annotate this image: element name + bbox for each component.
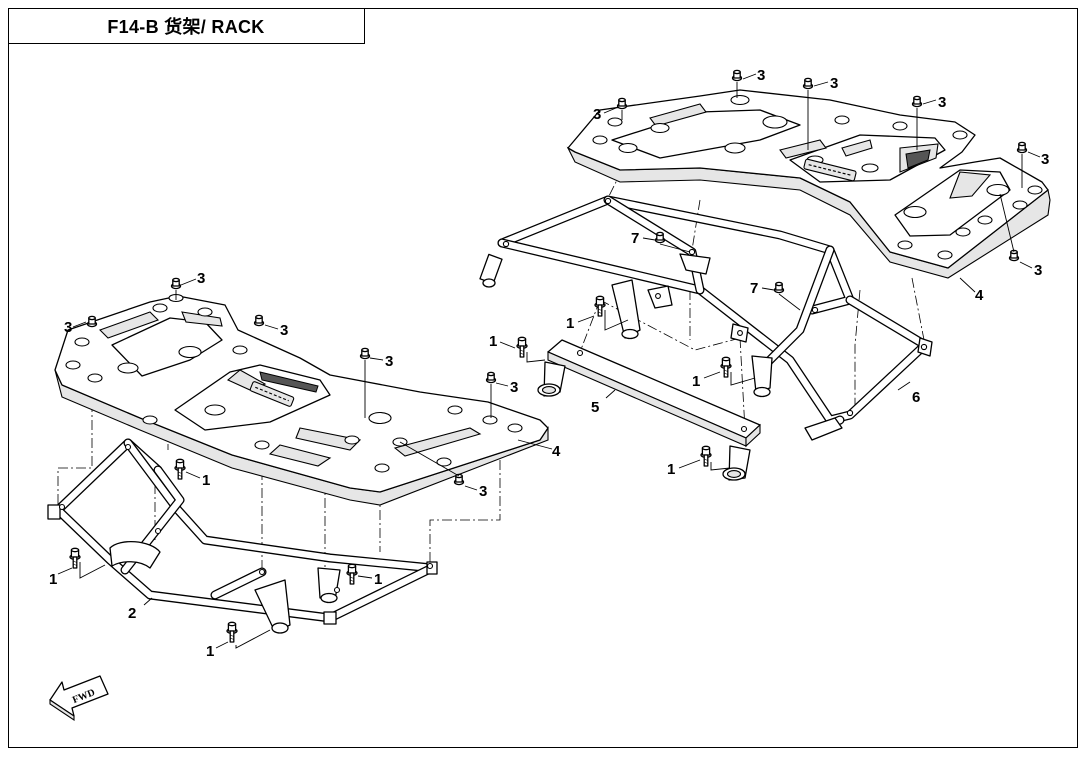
callout-3: 3 (1034, 262, 1042, 279)
callout-3: 3 (197, 270, 205, 287)
front-frame (47, 438, 438, 634)
rear-nuts (616, 69, 1028, 262)
rear-frame (479, 195, 933, 441)
callout-1: 1 (374, 571, 382, 588)
drawing-frame (8, 8, 1078, 748)
callout-3: 3 (830, 75, 838, 92)
rear-small-nuts (654, 231, 801, 311)
callout-3: 3 (510, 379, 518, 396)
callout-1: 1 (566, 315, 574, 332)
callout-5: 5 (591, 399, 599, 416)
rear-leaders (499, 73, 1041, 471)
callout-1: 1 (692, 373, 700, 390)
callout-3: 3 (479, 483, 487, 500)
callout-1: 1 (667, 461, 675, 478)
rear-rack-assembly (479, 69, 1051, 481)
page-title: F14-B 货架/ RACK (107, 16, 265, 37)
brand-logo (803, 158, 857, 182)
title-box: F14-B 货架/ RACK (8, 8, 365, 44)
callout-6: 6 (912, 389, 920, 406)
front-leaders (57, 278, 553, 649)
callout-4: 4 (975, 287, 984, 304)
callout-3: 3 (1041, 151, 1049, 168)
front-nuts (86, 277, 497, 486)
front-rack-panel (54, 293, 549, 506)
brand-logo (249, 381, 295, 407)
callout-3: 3 (938, 94, 946, 111)
callout-2: 2 (128, 605, 136, 622)
callout-3: 3 (385, 353, 393, 370)
rear-rack-panel (566, 89, 1051, 279)
callout-4: 4 (552, 443, 561, 460)
callout-3: 3 (593, 106, 601, 123)
callout-1: 1 (489, 333, 497, 350)
callout-1: 1 (202, 472, 210, 489)
callout-7: 7 (631, 230, 639, 247)
callout-1: 1 (206, 643, 214, 660)
callout-labels: 3 3 3 3 3 3 4 1 1 1 1 2 3 3 3 3 3 3 4 7 … (49, 67, 1049, 660)
fwd-arrow: FWD (49, 675, 109, 722)
callout-3: 3 (757, 67, 765, 84)
callout-3: 3 (280, 322, 288, 339)
callout-7: 7 (750, 280, 758, 297)
callout-3: 3 (64, 319, 72, 336)
callout-1: 1 (49, 571, 57, 588)
rear-crossbar (537, 339, 761, 481)
front-rack-assembly (47, 277, 553, 649)
